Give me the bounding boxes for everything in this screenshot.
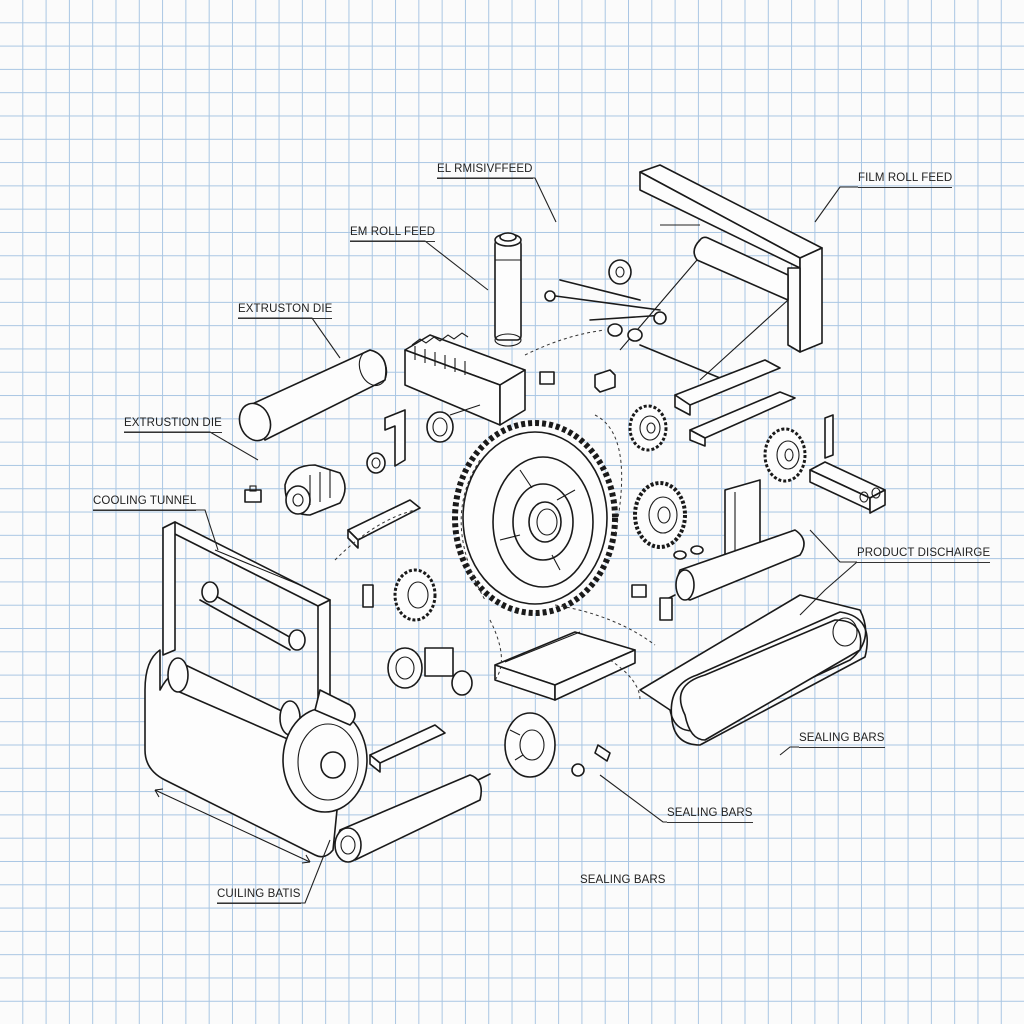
bearing (366, 452, 386, 474)
spindle (494, 232, 522, 347)
extrusion-die-block (404, 332, 526, 443)
gearbox (387, 647, 473, 696)
label-sealing-bars-1: SEALING BARS (799, 731, 885, 748)
bar-stock (347, 499, 446, 773)
film-roll-feed-bracket (619, 164, 823, 381)
label-em-roll-feed: EM ROLL FEED (350, 225, 436, 242)
small-gear-2 (633, 481, 687, 549)
extrusion-cylinder (238, 349, 388, 442)
label-cooling-tunnel: COOLING TUNNEL (93, 494, 197, 511)
coupling-part (284, 464, 346, 516)
cooling-tunnel-frame (144, 521, 368, 864)
label-sealing-bars-3: SEALING BARS (580, 874, 666, 886)
label-el-rmisivffeed: EL RMISIVFFEED (437, 162, 533, 179)
discharge-roller (659, 529, 805, 621)
small-gear-1 (628, 404, 668, 452)
large-spur-gear (452, 420, 618, 616)
label-film-roll-feed: FILM ROLL FEED (858, 171, 953, 188)
label-extrustion-die: EXTRUSTION DIE (124, 416, 222, 433)
small-gear-4 (393, 568, 437, 622)
bottom-roller (334, 773, 491, 863)
label-sealing-bars-2: SEALING BARS (667, 806, 753, 823)
label-product-discharge: PRODUCT DISCHAIRGE (857, 546, 991, 563)
linkage-assembly (544, 259, 721, 379)
cam-wheel (504, 712, 556, 778)
flow-arrows (334, 329, 656, 701)
l-bracket-mount (809, 414, 886, 514)
pins (571, 744, 611, 777)
label-extruston-die: EXTRUSTON DIE (238, 302, 333, 319)
conveyor-belt-loop (639, 594, 869, 746)
label-cuiling-batis: CUILING BATIS (217, 887, 301, 904)
sealing-bar-blocks (674, 359, 796, 447)
small-block (244, 485, 262, 503)
small-gear-3 (763, 427, 807, 483)
sealing-bar-platform (494, 631, 636, 701)
small-parts (362, 369, 704, 608)
bracket-small (384, 409, 406, 467)
